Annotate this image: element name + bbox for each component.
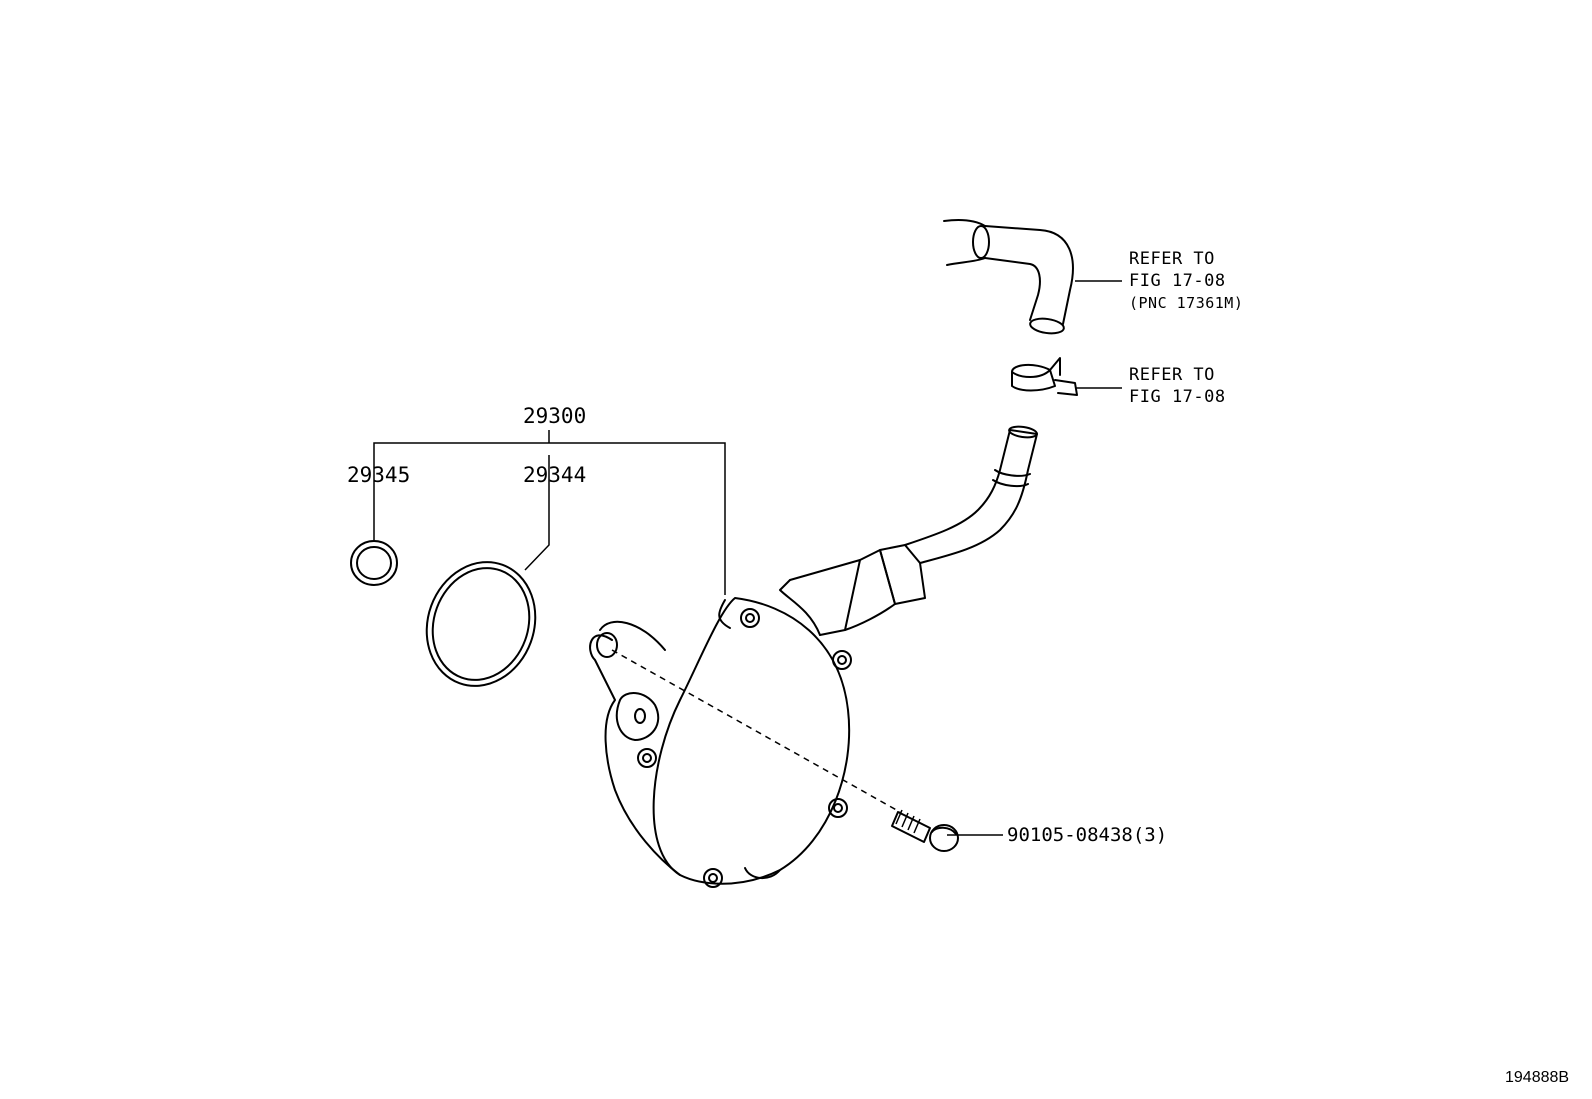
part-number-bolt: 90105-08438(3)	[1007, 824, 1168, 846]
clamp-reference-line1: REFER TO	[1129, 365, 1215, 385]
large-o-ring	[425, 561, 537, 687]
clamp-reference-line2: FIG 17-08	[1129, 387, 1226, 407]
hose-reference-line2: FIG 17-08	[1129, 271, 1226, 291]
hose-reference-pnc: (PNC 17361M)	[1129, 294, 1244, 312]
leader-lines	[373, 280, 1122, 836]
vacuum-hose	[943, 219, 1074, 335]
small-o-ring	[350, 540, 398, 586]
hose-clamp	[1011, 357, 1078, 396]
alignment-line	[611, 649, 901, 813]
part-number-assembly: 29300	[523, 404, 587, 428]
bolt	[891, 809, 959, 852]
part-number-large-o-ring: 29344	[523, 463, 587, 487]
part-number-small-o-ring: 29345	[347, 463, 411, 487]
vacuum-pump	[589, 425, 1038, 888]
figure-code: 194888B	[1505, 1069, 1570, 1086]
hose-reference-line1: REFER TO	[1129, 249, 1215, 269]
